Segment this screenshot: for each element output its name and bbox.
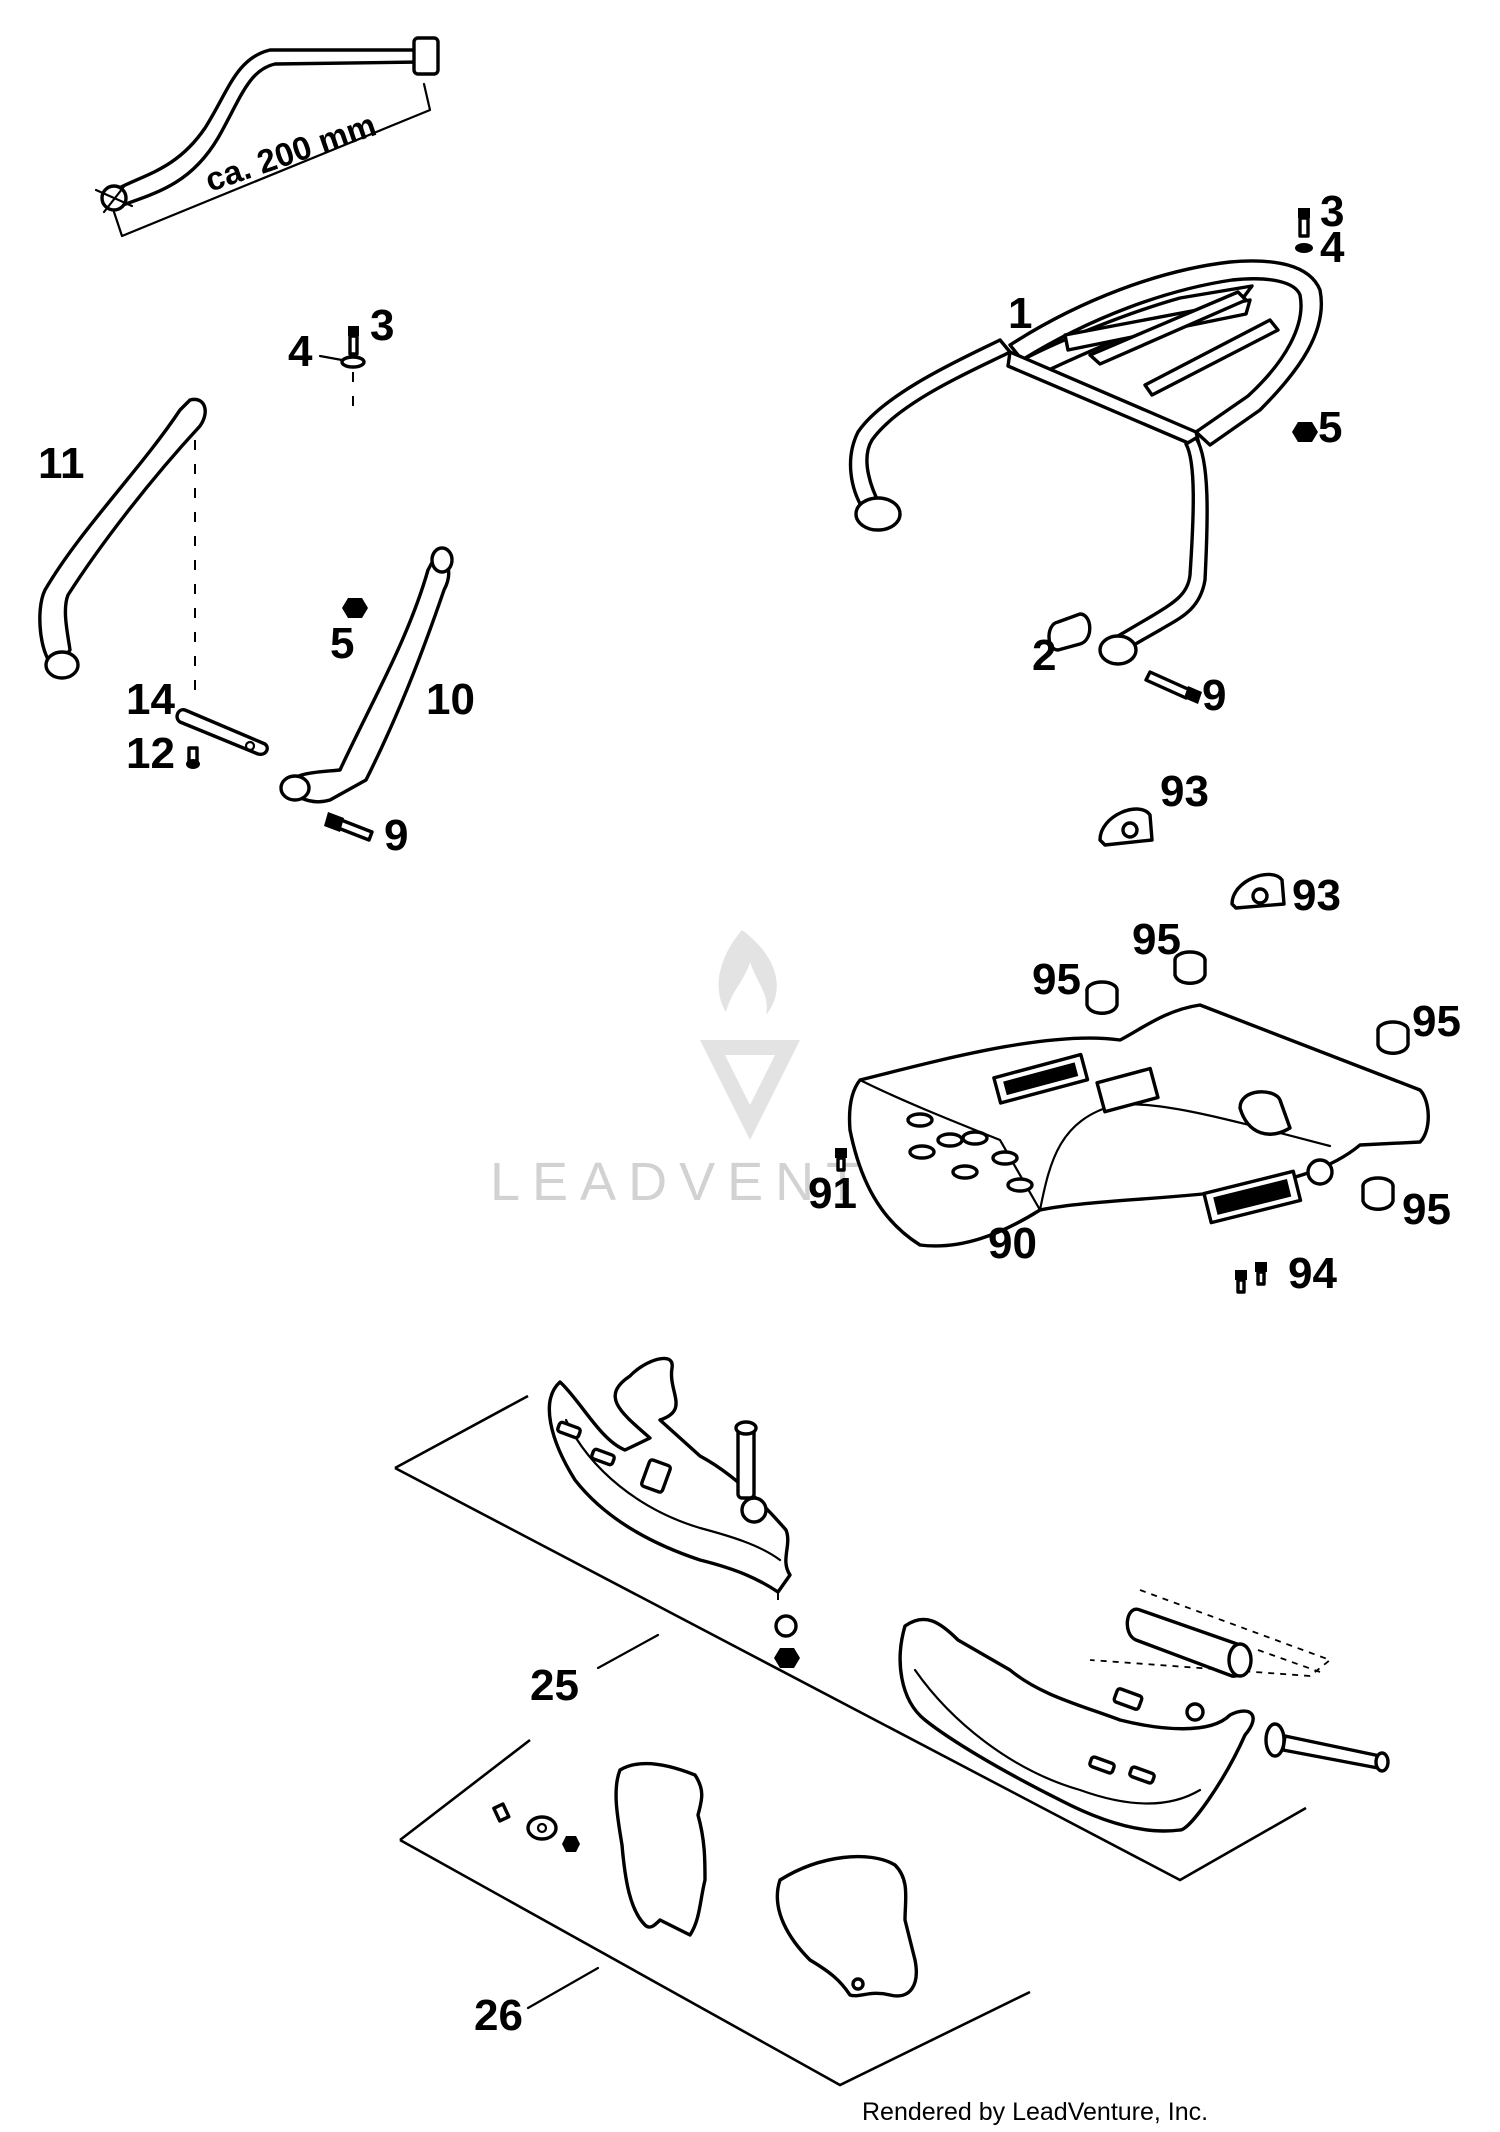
dimension-line bbox=[112, 82, 432, 238]
rack-foot-right bbox=[1098, 634, 1138, 666]
callout-5-right: 5 bbox=[1318, 403, 1342, 452]
plate-14 bbox=[175, 708, 269, 756]
callout-14: 14 bbox=[126, 675, 175, 724]
callout-93-b: 93 bbox=[1292, 871, 1341, 920]
handguard-left-inner bbox=[564, 1418, 782, 1562]
skid-plate-90 bbox=[847, 1003, 1430, 1248]
handguard-right-slots bbox=[1088, 1687, 1156, 1785]
skid-plate-edge bbox=[858, 1078, 1042, 1212]
callout-1: 1 bbox=[1008, 289, 1032, 338]
handguard-left-slots bbox=[556, 1420, 672, 1494]
deflector-hardware bbox=[492, 1802, 580, 1852]
callout-94: 94 bbox=[1288, 1249, 1337, 1298]
callout-2: 2 bbox=[1032, 631, 1056, 680]
screw-3-right bbox=[1298, 208, 1310, 238]
deflector-right-hole bbox=[851, 1977, 865, 1991]
grommet-95-c bbox=[1376, 1020, 1410, 1055]
screw-12 bbox=[186, 746, 200, 769]
callout-93-a: 93 bbox=[1160, 767, 1209, 816]
skid-plate-assembly bbox=[835, 807, 1430, 1294]
handguard-assembly bbox=[547, 1356, 1390, 1833]
logo-ktm-side bbox=[992, 1052, 1090, 1105]
plate-14-hole bbox=[244, 740, 256, 752]
callout-25: 25 bbox=[530, 1661, 579, 1710]
washer-4-left bbox=[340, 355, 366, 369]
credit-line: Rendered by LeadVenture, Inc. bbox=[862, 2098, 1208, 2126]
bolt-9-right bbox=[1144, 670, 1202, 704]
bar-11-end bbox=[44, 650, 80, 680]
bar-10 bbox=[284, 553, 451, 804]
rack-leg-right bbox=[1116, 436, 1209, 652]
bar-end-clamp bbox=[412, 36, 440, 76]
leader-25 bbox=[596, 1633, 660, 1670]
callout-91: 91 bbox=[808, 1169, 857, 1218]
logo-ktm-front bbox=[1202, 1169, 1303, 1225]
callout-95-c: 95 bbox=[1412, 997, 1461, 1046]
callouts: 1 3 4 5 2 9 3 4 11 5 14 12 10 9 93 93 95… bbox=[38, 187, 1461, 2040]
screw-3-left bbox=[348, 326, 359, 356]
bar-11 bbox=[38, 397, 207, 670]
callout-95-b: 95 bbox=[1132, 915, 1181, 964]
grommet-95-d bbox=[1361, 1176, 1395, 1211]
callout-5-left: 5 bbox=[330, 619, 354, 668]
callout-10: 10 bbox=[426, 675, 475, 724]
rack-rib-left bbox=[1088, 290, 1248, 366]
skid-plate-hole bbox=[1306, 1158, 1334, 1186]
bolt-cross bbox=[94, 182, 134, 214]
callout-3-left: 3 bbox=[370, 301, 394, 350]
rack-leg-left bbox=[848, 338, 1012, 514]
bolt-9-left bbox=[324, 812, 374, 842]
left-bar-assembly bbox=[38, 326, 454, 842]
callout-26: 26 bbox=[474, 1991, 523, 2040]
handguard-right-bolt bbox=[1185, 1702, 1390, 1773]
screws-94 bbox=[1235, 1262, 1267, 1294]
skid-plate-slots bbox=[906, 1112, 1034, 1193]
deflector-left bbox=[614, 1761, 707, 1937]
callout-95-d: 95 bbox=[1402, 1185, 1451, 1234]
nut-5-right bbox=[1292, 422, 1318, 442]
kit-frame-25 bbox=[394, 1394, 1307, 1882]
rack-foot-left bbox=[854, 496, 902, 532]
handguard-left-bolt bbox=[734, 1420, 800, 1668]
bar-10-end-top bbox=[430, 546, 454, 574]
luggage-rack-assembly bbox=[848, 208, 1323, 704]
skid-plate-tab bbox=[1238, 1090, 1292, 1136]
callout-9-left: 9 bbox=[384, 811, 408, 860]
handguard-right-inner bbox=[913, 1668, 1202, 1805]
washer-4-right bbox=[1295, 243, 1313, 253]
callout-4-left: 4 bbox=[288, 327, 313, 376]
bar-10-end-bottom bbox=[279, 774, 311, 802]
callout-90: 90 bbox=[988, 1219, 1037, 1268]
rack-rib-right bbox=[1143, 318, 1280, 397]
deflector-assembly bbox=[492, 1761, 918, 1998]
deflector-right bbox=[775, 1854, 918, 1998]
grommet-95-b bbox=[1173, 950, 1207, 985]
leader-4-left bbox=[318, 354, 344, 362]
callout-9-right: 9 bbox=[1202, 671, 1226, 720]
grommet-95-a bbox=[1085, 980, 1119, 1015]
skid-plate-bracket bbox=[1095, 1066, 1160, 1114]
rack-crossbar-front bbox=[1006, 350, 1202, 450]
screw-91 bbox=[835, 1148, 847, 1172]
mount-93-a bbox=[1098, 807, 1154, 847]
spacer-2 bbox=[1047, 612, 1092, 652]
nut-5-left bbox=[342, 598, 368, 618]
callout-11: 11 bbox=[38, 439, 85, 488]
rack-rail-outer bbox=[1008, 259, 1323, 447]
mount-93-b bbox=[1230, 872, 1286, 910]
callout-3-top: 3 bbox=[1320, 187, 1344, 236]
callout-95-a: 95 bbox=[1032, 955, 1081, 1004]
kit-frame-26 bbox=[399, 1738, 1031, 2087]
bar-assembly-top: ca. 200 mm bbox=[94, 36, 440, 238]
callout-12: 12 bbox=[126, 729, 175, 778]
handlebar-grip bbox=[1089, 1589, 1332, 1678]
leader-26 bbox=[526, 1966, 600, 2010]
callout-4-top: 4 bbox=[1320, 223, 1345, 272]
flame-v-logo bbox=[700, 930, 800, 1140]
handguard-right bbox=[898, 1617, 1255, 1833]
